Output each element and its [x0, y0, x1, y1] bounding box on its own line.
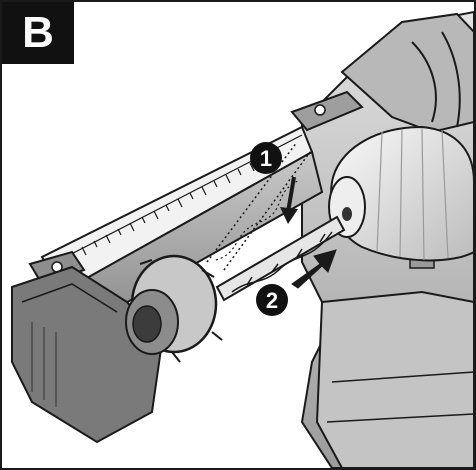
arrow-right-icon — [291, 249, 337, 289]
drill-bit-icon — [206, 141, 346, 302]
svg-text:1: 1 — [260, 146, 272, 171]
step-2-badge: 2 — [256, 284, 288, 316]
panel-label: B — [2, 2, 74, 64]
drill-chuck — [328, 125, 474, 262]
arrow-down-icon — [280, 176, 298, 224]
dust-attachment-front-housing — [11, 254, 223, 444]
step-1-badge: 1 — [250, 142, 282, 174]
svg-text:2: 2 — [266, 288, 278, 313]
